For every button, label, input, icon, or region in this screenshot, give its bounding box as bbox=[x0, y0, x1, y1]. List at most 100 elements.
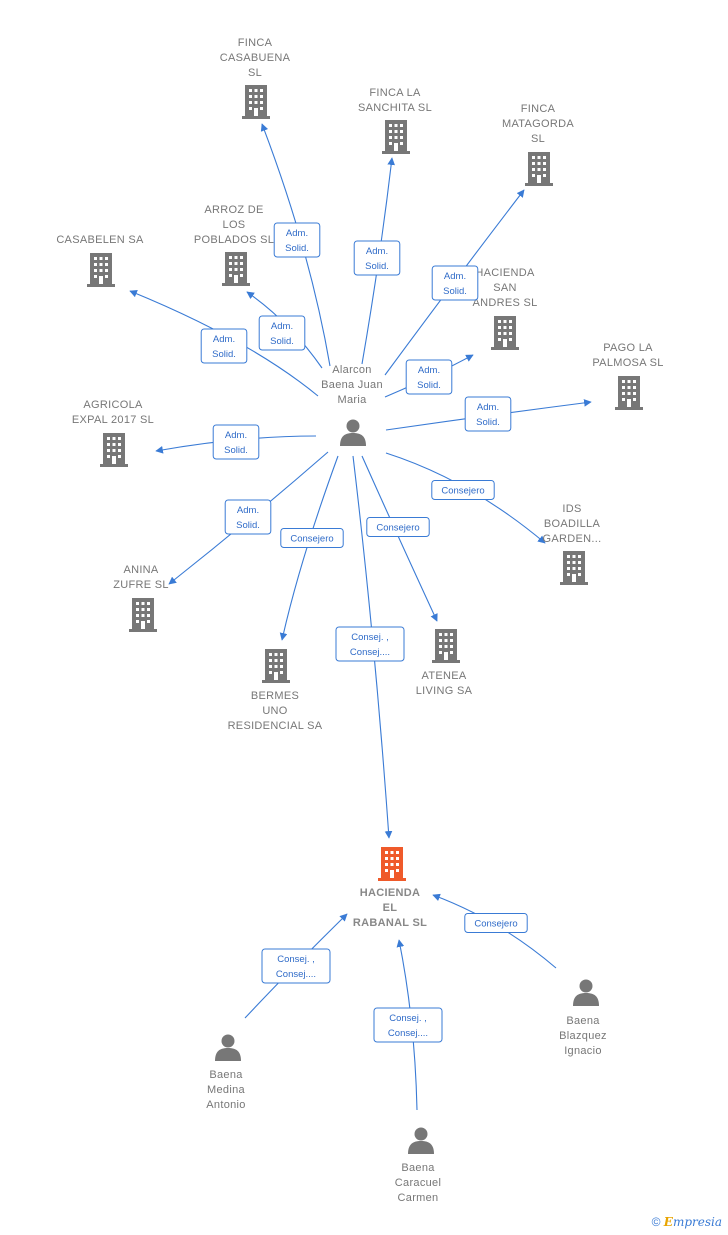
node-label-line: Carmen bbox=[398, 1192, 439, 1204]
edge-label-box bbox=[280, 528, 344, 548]
node-label-line: Baena bbox=[401, 1162, 435, 1174]
edge-label-alarcon-to-arroz[interactable]: Adm. Solid. bbox=[258, 315, 306, 351]
edge-label-text: Adm. bbox=[271, 321, 293, 332]
edge-label-box bbox=[200, 328, 248, 364]
person-icon bbox=[340, 419, 366, 446]
edge-label-box bbox=[273, 222, 321, 258]
building-icon bbox=[615, 376, 643, 410]
node-label-line: SAN bbox=[493, 282, 517, 294]
node-label-line: UNO bbox=[262, 705, 287, 717]
edge-label-text: Consej. , bbox=[277, 954, 315, 965]
node-label-line: HACIENDA bbox=[360, 887, 420, 899]
edge-label-alarcon-to-pagolapalmosa[interactable]: Adm.Solid. bbox=[464, 396, 512, 432]
node-label-line: BOADILLA bbox=[544, 518, 601, 530]
node-label-line: SANCHITA SL bbox=[358, 102, 432, 114]
edge-label-text: Solid. bbox=[270, 336, 294, 347]
node-anina[interactable]: ANINA ZUFRE SL bbox=[113, 564, 169, 632]
edge-label-text: Adm. bbox=[444, 271, 466, 282]
node-label-line: ANDRES SL bbox=[472, 297, 537, 309]
edge-label-text: Solid. bbox=[285, 243, 309, 254]
edge-label-alarcon-to-casabelen[interactable]: Adm. Solid. bbox=[200, 328, 248, 364]
edge-label-box bbox=[261, 948, 331, 984]
edge-label-text: Adm. bbox=[286, 228, 308, 239]
edge-label-text: Consej.... bbox=[388, 1028, 428, 1039]
building-icon bbox=[262, 649, 290, 683]
edge-label-box bbox=[353, 240, 401, 276]
node-label-line: ZUFRE SL bbox=[113, 579, 169, 591]
edge-label-blazquez-to-rabanal[interactable]: Consejero bbox=[464, 913, 528, 933]
node-casabelen[interactable]: CASABELEN SA bbox=[56, 234, 144, 287]
edge-label-text: Solid. bbox=[365, 261, 389, 272]
node-pagolapalmosa[interactable]: PAGO LA PALMOSA SL bbox=[592, 342, 663, 410]
node-label-line: SL bbox=[531, 133, 545, 145]
edge-label-alarcon-to-ids[interactable]: Consejero bbox=[431, 480, 495, 500]
node-label-line: PALMOSA SL bbox=[592, 357, 663, 369]
edge-label-alarcon-to-bermes[interactable]: Consejero bbox=[280, 528, 344, 548]
edge-label-alarcon-to-atenea[interactable]: Consejero bbox=[366, 517, 430, 537]
copyright-symbol: © bbox=[651, 1215, 661, 1229]
edge-alarcon-to-atenea bbox=[361, 455, 438, 622]
edge-label-text: Adm. bbox=[213, 334, 235, 345]
node-label-line: IDS bbox=[562, 503, 581, 515]
edge-label-alarcon-to-hsanandres[interactable]: Adm.Solid. bbox=[405, 359, 453, 395]
node-label-line: ANINA bbox=[123, 564, 158, 576]
building-icon bbox=[100, 433, 128, 467]
edge-label-alarcon-to-matagorda[interactable]: Adm. Solid. bbox=[431, 265, 479, 301]
edge-label-box bbox=[431, 480, 495, 500]
edge-label-text: Adm. bbox=[366, 246, 388, 257]
node-label-line: POBLADOS SL bbox=[194, 234, 274, 246]
empresia-logo[interactable]: Empresia bbox=[664, 1215, 722, 1229]
node-label-line: ARROZ DE bbox=[204, 204, 263, 216]
edge-label-text: Solid. bbox=[236, 520, 260, 531]
edge-label-text: Adm. bbox=[477, 402, 499, 413]
edge-label-text: Consejero bbox=[474, 919, 517, 930]
brand-rest: mpresia bbox=[672, 1215, 722, 1229]
node-label-line: Maria bbox=[337, 394, 367, 406]
node-label-line: CASABELEN SA bbox=[56, 234, 144, 246]
edge-label-alarcon-to-casabuena[interactable]: Adm. Solid. bbox=[273, 222, 321, 258]
building-icon bbox=[491, 316, 519, 350]
node-ids[interactable]: IDSBOADILLAGARDEN... bbox=[543, 503, 602, 585]
node-label-line: HACIENDA bbox=[475, 267, 535, 279]
node-hsanandres[interactable]: HACIENDA SAN ANDRES SL bbox=[472, 267, 537, 350]
building-icon bbox=[525, 152, 553, 186]
edge-label-alarcon-to-sanchita[interactable]: Adm. Solid. bbox=[353, 240, 401, 276]
node-label-line: Baena bbox=[209, 1069, 243, 1081]
building-icon bbox=[222, 252, 250, 286]
edge-label-alarcon-to-agricola[interactable]: Adm.Solid. bbox=[212, 424, 260, 460]
edge-label-alarcon-to-rabanal[interactable]: Consej. ,Consej.... bbox=[335, 626, 405, 662]
edge-label-alarcon-to-anina[interactable]: Adm.Solid. bbox=[224, 499, 272, 535]
edge-label-text: Solid. bbox=[212, 349, 236, 360]
edge-label-text: Consej.... bbox=[350, 647, 390, 658]
edge-label-box bbox=[335, 626, 405, 662]
node-sanchita[interactable]: FINCA LA SANCHITA SL bbox=[358, 87, 432, 154]
node-label-line: FINCA LA bbox=[369, 87, 421, 99]
edge-label-text: Solid. bbox=[443, 286, 467, 297]
edge-label-text: Adm. bbox=[225, 430, 247, 441]
node-label-line: PAGO LA bbox=[603, 342, 653, 354]
person-icon bbox=[408, 1127, 434, 1154]
edge-label-text: Consejero bbox=[290, 534, 333, 545]
brand-initial: E bbox=[663, 1215, 673, 1229]
building-icon bbox=[382, 120, 410, 154]
node-label-line: Ignacio bbox=[564, 1045, 602, 1057]
edge-label-medina-to-rabanal[interactable]: Consej. ,Consej.... bbox=[261, 948, 331, 984]
edge-label-box bbox=[464, 396, 512, 432]
building-icon bbox=[87, 253, 115, 287]
edge-label-box bbox=[405, 359, 453, 395]
edge-label-caracuel-to-rabanal[interactable]: Consej. ,Consej.... bbox=[373, 1007, 443, 1043]
building-icon bbox=[432, 629, 460, 663]
